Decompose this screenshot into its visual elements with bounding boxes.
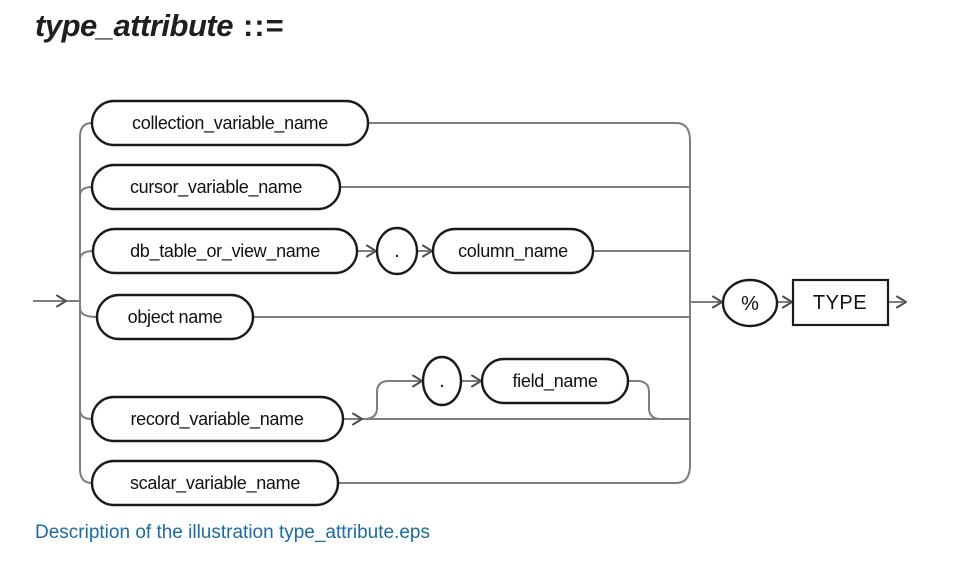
scalar-variable-name-pill [90,459,340,507]
illustration-description-link[interactable]: Description of the illustration type_att… [35,522,430,543]
left-rail [79,122,93,484]
node-type-keyword: TYPE [791,278,890,327]
arrowhead-final [896,295,907,309]
db-table-or-view-name-pill [91,227,359,275]
node-dot-separator-1: . [375,226,419,276]
collection-variable-name-label: collection_variable_name [132,113,328,134]
node-field-name: field_name [480,357,630,405]
node-column-name: column_name [431,227,595,275]
dot-label-2: . [439,370,445,392]
field-name-pill [480,357,630,405]
db-table-or-view-name-label: db_table_or_view_name [130,241,320,262]
field-branch-up-curve [363,380,420,420]
grammar-defines-operator: ::= [242,8,285,43]
scalar-variable-name-label: scalar_variable_name [130,473,300,494]
node-object-name: object name [95,293,255,341]
column-name-label: column_name [458,241,568,262]
dot-label-1: . [394,240,400,262]
field-branch-down-curve [628,380,662,420]
percent-label: % [741,293,759,315]
cursor-variable-name-label: cursor_variable_name [130,177,302,198]
object-name-pill [95,293,255,341]
type-keyword-label: TYPE [813,292,867,314]
field-name-label: field_name [512,371,597,392]
percent-circle [721,278,779,328]
dot-circle-1 [375,226,419,276]
object-name-label: object name [128,307,223,327]
diagram-connectors [33,122,903,484]
node-collection-variable-name: collection_variable_name [90,99,370,147]
arrowhead-entry [56,294,67,308]
record-variable-name-pill [90,395,345,443]
left-tick-record [79,409,93,420]
left-tick-object [79,307,98,318]
row-collection-line [368,122,691,142]
collection-variable-name-pill [90,99,370,147]
page-title: type_attribute::= [35,8,285,44]
node-cursor-variable-name: cursor_variable_name [90,163,342,211]
node-dot-separator-2: . [421,355,463,407]
dot-circle-2 [421,355,463,407]
node-record-variable-name: record_variable_name [90,395,345,443]
column-name-pill [431,227,595,275]
type-keyword-box [791,278,890,327]
syntax-rule-name: type_attribute [35,8,233,43]
left-tick-db-table [79,250,94,261]
arrowhead-after-record [352,412,363,426]
node-scalar-variable-name: scalar_variable_name [90,459,340,507]
row-scalar-line [338,464,691,484]
node-percent-sign: % [721,278,779,328]
cursor-variable-name-pill [90,163,342,211]
record-variable-name-label: record_variable_name [130,409,303,430]
left-tick-cursor [79,186,93,197]
node-db-table-or-view-name: db_table_or_view_name [91,227,359,275]
